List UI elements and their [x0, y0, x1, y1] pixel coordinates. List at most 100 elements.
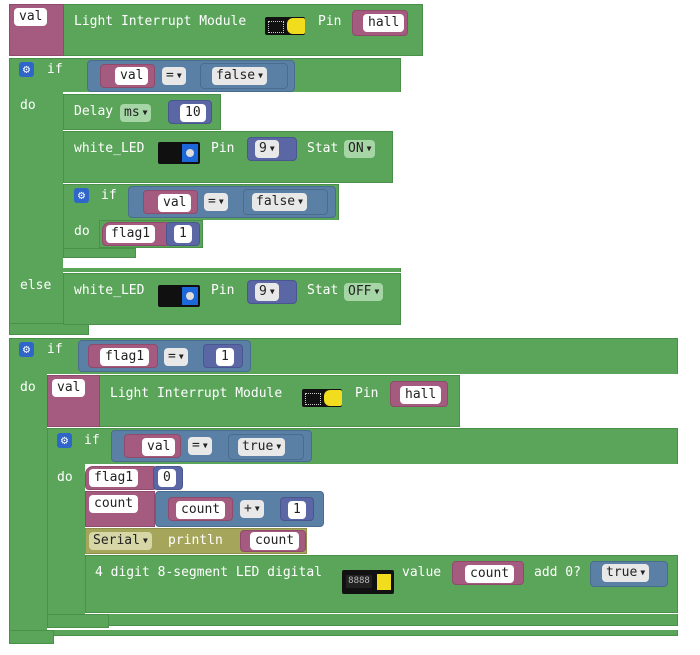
stat-label: Stat [307, 283, 339, 298]
pin-label: Pin [211, 283, 235, 298]
delay-unit-value: ms [124, 105, 140, 120]
false-dropdown[interactable]: false▼ [252, 193, 307, 211]
val-field[interactable]: val [142, 438, 176, 456]
stat-off-dropdown[interactable]: OFF▼ [344, 283, 384, 301]
value-label: value [402, 565, 442, 580]
segment-screen: 8888 [346, 575, 372, 588]
chevron-down-icon: ▼ [298, 197, 303, 206]
led-pin-value: 9 [259, 284, 267, 299]
false-value: false [256, 194, 296, 209]
chevron-down-icon: ▼ [178, 352, 184, 361]
if-label: if [101, 188, 117, 203]
eq-value: = [192, 438, 200, 453]
stat-label: Stat [307, 141, 339, 156]
var-val-field[interactable]: val [14, 8, 48, 26]
true-dropdown[interactable]: true▼ [602, 564, 650, 582]
count-field[interactable]: count [250, 532, 300, 550]
flag1-field[interactable]: flag1 [100, 348, 150, 366]
white-led-label: white_LED [74, 283, 145, 298]
do-label: do [74, 224, 90, 239]
if-label: if [84, 433, 100, 448]
light-module-label: Light Interrupt Module [74, 14, 247, 29]
delay-value-field[interactable]: 10 [180, 104, 206, 122]
gear-icon[interactable]: ⚙ [74, 188, 89, 203]
chevron-down-icon: ▼ [258, 71, 263, 80]
chevron-down-icon: ▼ [269, 144, 275, 153]
chevron-down-icon: ▼ [374, 287, 380, 296]
chevron-down-icon: ▼ [254, 504, 260, 513]
eq-dropdown[interactable]: =▼ [188, 437, 212, 455]
chevron-down-icon: ▼ [218, 197, 224, 206]
eq-value: = [168, 349, 176, 364]
segment-label: 4 digit 8-segment LED digital [95, 565, 322, 580]
one-value-field[interactable]: 1 [216, 348, 234, 366]
if-val-true-bottom [47, 614, 109, 628]
gear-icon[interactable]: ⚙ [19, 342, 34, 357]
count-field[interactable]: count [89, 495, 139, 513]
true-value: true [606, 565, 638, 580]
stat-on-value: ON [348, 141, 364, 156]
false-value: false [216, 68, 256, 83]
stat-on-dropdown[interactable]: ON▼ [344, 140, 376, 158]
println-label: println [168, 533, 223, 548]
light-module-label: Light Interrupt Module [110, 386, 283, 401]
pin-hall-field[interactable]: hall [363, 14, 405, 32]
eq-dropdown[interactable]: =▼ [204, 193, 228, 211]
one-value-field[interactable]: 1 [288, 501, 306, 519]
if-label: if [47, 342, 63, 357]
chevron-down-icon: ▼ [202, 441, 208, 450]
add0-label: add 0? [534, 565, 581, 580]
do-label: do [57, 470, 73, 485]
chevron-down-icon: ▼ [640, 568, 646, 577]
stat-off-value: OFF [348, 284, 372, 299]
eq-value: = [166, 68, 174, 83]
zero-value-field[interactable]: 0 [158, 469, 176, 487]
pin-hall-field[interactable]: hall [400, 386, 442, 404]
eq-value: = [208, 194, 216, 209]
light-module-image [302, 389, 342, 407]
val-field[interactable]: val [158, 194, 192, 212]
one-value-field[interactable]: 1 [174, 225, 192, 243]
delay-label: Delay [74, 104, 114, 119]
chevron-down-icon: ▼ [142, 536, 148, 545]
light-module-image [265, 17, 305, 35]
if-label: if [47, 62, 63, 77]
chevron-down-icon: ▼ [142, 108, 148, 117]
count-field[interactable]: count [465, 565, 515, 583]
eq-dropdown[interactable]: =▼ [162, 67, 186, 85]
var-val-field[interactable]: val [52, 379, 86, 397]
white-led-image [158, 285, 200, 307]
count-field[interactable]: count [176, 501, 226, 519]
plus-value: + [244, 501, 252, 516]
led-pin-value: 9 [259, 141, 267, 156]
else-label: else [20, 278, 52, 293]
eq-dropdown[interactable]: =▼ [164, 348, 188, 366]
pin-label: Pin [355, 386, 379, 401]
if-flag1-bottom [9, 630, 54, 644]
white-led-on-block[interactable] [63, 131, 393, 183]
white-led-label: white_LED [74, 141, 145, 156]
led-pin-dropdown[interactable]: 9▼ [255, 283, 279, 301]
serial-value: Serial [93, 533, 140, 548]
segment-display-block[interactable] [85, 555, 678, 613]
delay-unit-dropdown[interactable]: ms▼ [120, 104, 152, 122]
do-label: do [20, 380, 36, 395]
false-dropdown[interactable]: false▼ [212, 67, 267, 85]
do-label: do [20, 98, 36, 113]
serial-dropdown[interactable]: Serial▼ [89, 532, 152, 550]
val-field[interactable]: val [115, 67, 149, 85]
flag1-field[interactable]: flag1 [106, 225, 156, 243]
pin-label: Pin [211, 141, 235, 156]
led-pin-dropdown[interactable]: 9▼ [255, 140, 279, 158]
chevron-down-icon: ▼ [276, 442, 282, 451]
true-dropdown[interactable]: true▼ [238, 438, 286, 456]
gear-icon[interactable]: ⚙ [19, 62, 34, 77]
if-else-bottom-bar [9, 323, 89, 335]
gear-icon[interactable]: ⚙ [57, 433, 72, 448]
white-led-image [158, 142, 200, 164]
true-value: true [242, 439, 274, 454]
flag1-field[interactable]: flag1 [89, 469, 139, 487]
chevron-down-icon: ▼ [176, 71, 182, 80]
segment-image: 8888 [342, 570, 394, 594]
plus-dropdown[interactable]: +▼ [240, 500, 264, 518]
